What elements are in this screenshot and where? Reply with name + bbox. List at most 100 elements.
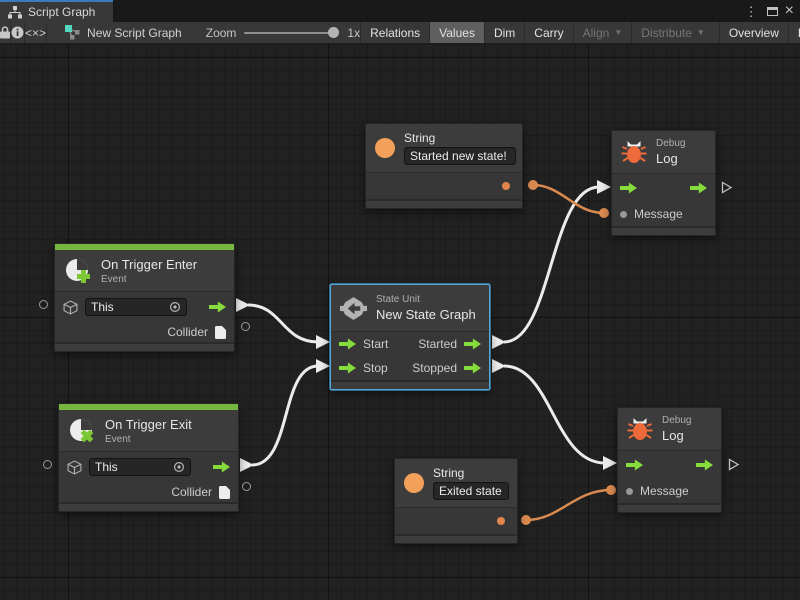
string-value-field[interactable]: Exited state xyxy=(433,482,509,500)
button-label: Values xyxy=(439,25,475,40)
chevron-down-icon: ▼ xyxy=(614,28,623,37)
flow-output-port[interactable] xyxy=(213,461,230,473)
code-view-toggle[interactable]: <×> xyxy=(25,22,48,43)
target-value: This xyxy=(95,460,118,474)
node-debug-log-top[interactable]: Debug Log Message xyxy=(611,130,716,236)
tab-script-graph[interactable]: Script Graph xyxy=(0,0,113,22)
string-type-icon xyxy=(375,138,395,158)
wire-started-to-debug-top[interactable] xyxy=(492,180,611,349)
button-label: Carry xyxy=(534,25,564,40)
target-field[interactable]: This xyxy=(85,298,187,316)
string-output-port[interactable] xyxy=(502,182,510,190)
string-type-icon xyxy=(404,473,424,493)
graph-name-breadcrumb[interactable]: New Script Graph xyxy=(47,22,182,43)
graph-toolbar: <×> New Script Graph Zoom 1x Relations V… xyxy=(0,22,800,44)
flow-output-port[interactable] xyxy=(690,182,707,194)
flow-output-port[interactable] xyxy=(464,338,481,350)
target-picker-icon[interactable] xyxy=(169,301,181,313)
button-label: Distribute xyxy=(641,25,692,40)
button-label: Overview xyxy=(728,25,779,40)
node-title: New State Graph xyxy=(376,307,476,322)
button-label: Full Screen xyxy=(798,26,800,40)
node-string-bottom[interactable]: String Exited state xyxy=(394,458,518,544)
flow-continue-port[interactable] xyxy=(721,181,733,194)
carry-button[interactable]: Carry xyxy=(524,22,572,43)
flow-output-port[interactable] xyxy=(209,301,226,313)
tab-bar: Script Graph ⋮ × xyxy=(0,0,800,22)
close-icon[interactable]: × xyxy=(784,2,794,19)
info-button[interactable] xyxy=(11,22,25,43)
node-title: On Trigger Enter xyxy=(101,256,198,272)
flow-input-port[interactable] xyxy=(620,182,637,194)
node-kind-label: Debug xyxy=(656,138,686,149)
zoom-slider[interactable] xyxy=(244,26,340,38)
string-output-port[interactable] xyxy=(497,517,505,525)
button-label: Relations xyxy=(370,25,421,40)
values-button[interactable]: Values xyxy=(429,22,484,43)
node-title: String xyxy=(404,131,436,145)
node-graph-icon xyxy=(65,25,80,40)
graph-name-label: New Script Graph xyxy=(87,25,182,40)
zoom-slider-knob[interactable] xyxy=(328,26,340,38)
tab-title: Script Graph xyxy=(28,5,96,19)
full-screen-button[interactable]: Full Screen xyxy=(787,22,800,43)
window-controls: ⋮ × xyxy=(743,0,800,22)
zoom-label: Zoom xyxy=(205,25,237,40)
port-label: Stopped xyxy=(412,361,457,375)
flow-input-port[interactable] xyxy=(339,338,356,350)
wire-trigger-enter-to-start[interactable] xyxy=(236,298,330,349)
node-kind-label: State Unit xyxy=(376,294,420,305)
gameobject-cube-icon xyxy=(67,459,82,475)
flow-output-port[interactable] xyxy=(464,362,481,374)
target-field[interactable]: This xyxy=(89,458,191,476)
collider-doc-icon xyxy=(219,485,230,499)
trigger-enter-icon xyxy=(66,258,90,283)
port-label: Start xyxy=(363,337,389,351)
wire-string-top-to-message[interactable] xyxy=(528,180,609,218)
node-on-trigger-enter[interactable]: On Trigger Enter Event This xyxy=(54,243,235,352)
overview-button[interactable]: Overview xyxy=(718,22,788,43)
node-footer xyxy=(618,503,721,512)
port-label: Stop xyxy=(363,361,388,375)
flow-input-port[interactable] xyxy=(626,459,643,471)
button-label: Align xyxy=(582,25,610,40)
align-dropdown[interactable]: Align ▼ xyxy=(572,22,632,43)
node-on-trigger-exit[interactable]: On Trigger Exit Event This xyxy=(58,403,239,512)
node-title: On Trigger Exit xyxy=(105,416,192,432)
flow-continue-port[interactable] xyxy=(728,458,740,471)
maximize-icon[interactable] xyxy=(766,6,778,16)
node-state-unit[interactable]: State Unit New State Graph Start Started… xyxy=(330,284,490,390)
relations-button[interactable]: Relations xyxy=(360,22,429,43)
node-debug-log-bottom[interactable]: Debug Log Message xyxy=(617,407,722,513)
string-value: Started new state! xyxy=(410,149,507,163)
port-label: Collider xyxy=(167,325,208,339)
node-subtitle: Event xyxy=(105,433,131,445)
kebab-menu-icon[interactable]: ⋮ xyxy=(744,3,758,19)
port-label: Collider xyxy=(171,485,212,499)
target-input-port[interactable] xyxy=(39,300,48,309)
flow-input-port[interactable] xyxy=(339,362,356,374)
node-string-top[interactable]: String Started new state! xyxy=(365,123,523,209)
wire-string-bottom-to-message[interactable] xyxy=(521,485,616,525)
target-picker-icon[interactable] xyxy=(173,461,185,473)
string-value-field[interactable]: Started new state! xyxy=(404,147,516,165)
message-input-port[interactable] xyxy=(620,210,627,218)
target-input-port[interactable] xyxy=(43,460,52,469)
string-value: Exited state xyxy=(439,484,502,498)
lock-button[interactable] xyxy=(0,22,11,43)
node-header: String Exited state xyxy=(395,459,517,507)
wire-trigger-exit-to-stop[interactable] xyxy=(240,359,330,472)
toolbar-right-group: Relations Values Dim Carry Align ▼ Distri… xyxy=(360,22,800,43)
dim-button[interactable]: Dim xyxy=(483,22,524,43)
zoom-value: 1x xyxy=(347,25,361,40)
collider-doc-icon xyxy=(215,325,226,339)
flow-output-port[interactable] xyxy=(696,459,713,471)
collider-output-port[interactable] xyxy=(242,482,251,491)
wire-stopped-to-debug-bottom[interactable] xyxy=(492,359,617,470)
node-title: String xyxy=(433,466,465,480)
collider-output-port[interactable] xyxy=(241,322,250,331)
distribute-dropdown[interactable]: Distribute▼ xyxy=(631,22,714,43)
message-input-port[interactable] xyxy=(626,487,633,495)
